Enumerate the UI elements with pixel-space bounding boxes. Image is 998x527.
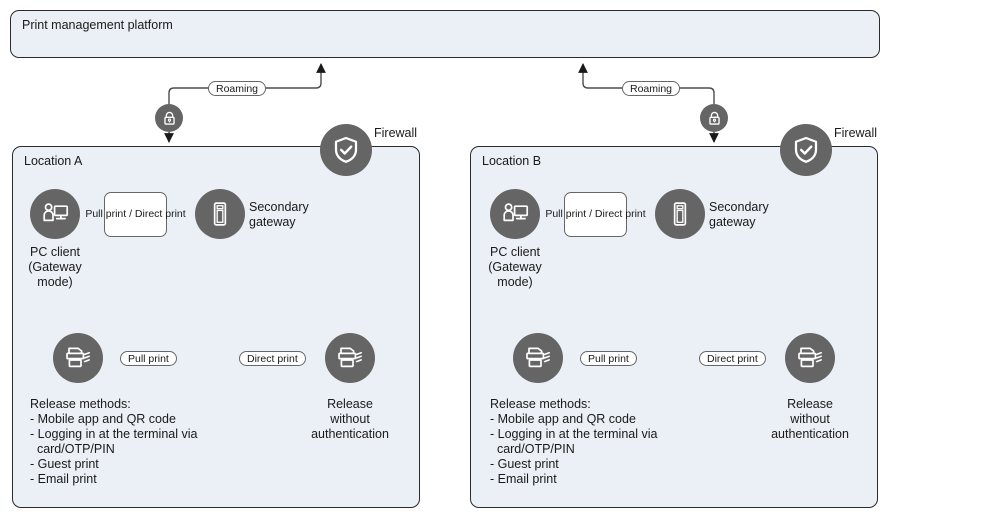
secure-mfp-icon-a (53, 333, 103, 383)
lock-icon (708, 111, 720, 125)
pc-client-icon (503, 203, 529, 222)
client-gateway-label-b: Pull print / Direct print (545, 192, 646, 237)
pull-print-label-b: Pull print (580, 351, 637, 366)
shield-check-icon (334, 136, 358, 163)
secondary-gateway-icon-a (195, 189, 245, 239)
printer-mfp-icon (338, 347, 362, 368)
open-mfp-caption-a: Release without authentication (311, 397, 389, 441)
open-mfp-icon-b (785, 333, 835, 383)
secondary-gateway-icon-b (655, 189, 705, 239)
direct-print-label-b: Direct print (699, 351, 766, 366)
location-b-title: Location B (482, 154, 542, 168)
release-methods-b: Release methods: - Mobile app and QR cod… (490, 397, 658, 486)
open-mfp-icon-a (325, 333, 375, 383)
roaming-label-a: Roaming (208, 81, 267, 96)
secure-mfp-icon-b (513, 333, 563, 383)
pull-print-label-a: Pull print (120, 351, 177, 366)
printer-mfp-icon (526, 347, 550, 368)
pc-client-icon (43, 203, 69, 222)
open-mfp-caption-b: Release without authentication (771, 397, 849, 441)
lock-icon-b (700, 104, 728, 132)
firewall-label-b: Firewall (834, 126, 878, 140)
printer-mfp-icon (798, 347, 822, 368)
printer-mfp-icon (66, 347, 90, 368)
lock-icon (163, 111, 175, 125)
secondary-gateway-caption-a: Secondary gateway (249, 200, 309, 229)
pc-client-caption-a: PC client (Gateway mode) (28, 245, 82, 289)
secondary-gateway-caption-b: Secondary gateway (709, 200, 769, 229)
server-gateway-icon (673, 202, 687, 226)
shield-check-icon (794, 136, 818, 163)
roaming-label-b: Roaming (622, 81, 681, 96)
server-gateway-icon (213, 202, 227, 226)
pc-client-caption-b: PC client (Gateway mode) (488, 245, 542, 289)
client-gateway-label-a: Pull print / Direct print (85, 192, 186, 237)
lock-icon-a (155, 104, 183, 132)
pc-client-icon-a (30, 189, 80, 239)
print-management-platform-box[interactable] (10, 10, 880, 58)
platform-title: Print management platform (22, 18, 173, 32)
firewall-icon-a (320, 124, 372, 176)
direct-print-label-a: Direct print (239, 351, 306, 366)
pc-client-icon-b (490, 189, 540, 239)
location-a-title: Location A (24, 154, 83, 168)
firewall-icon-b (780, 124, 832, 176)
firewall-label-a: Firewall (374, 126, 418, 140)
release-methods-a: Release methods: - Mobile app and QR cod… (30, 397, 198, 486)
